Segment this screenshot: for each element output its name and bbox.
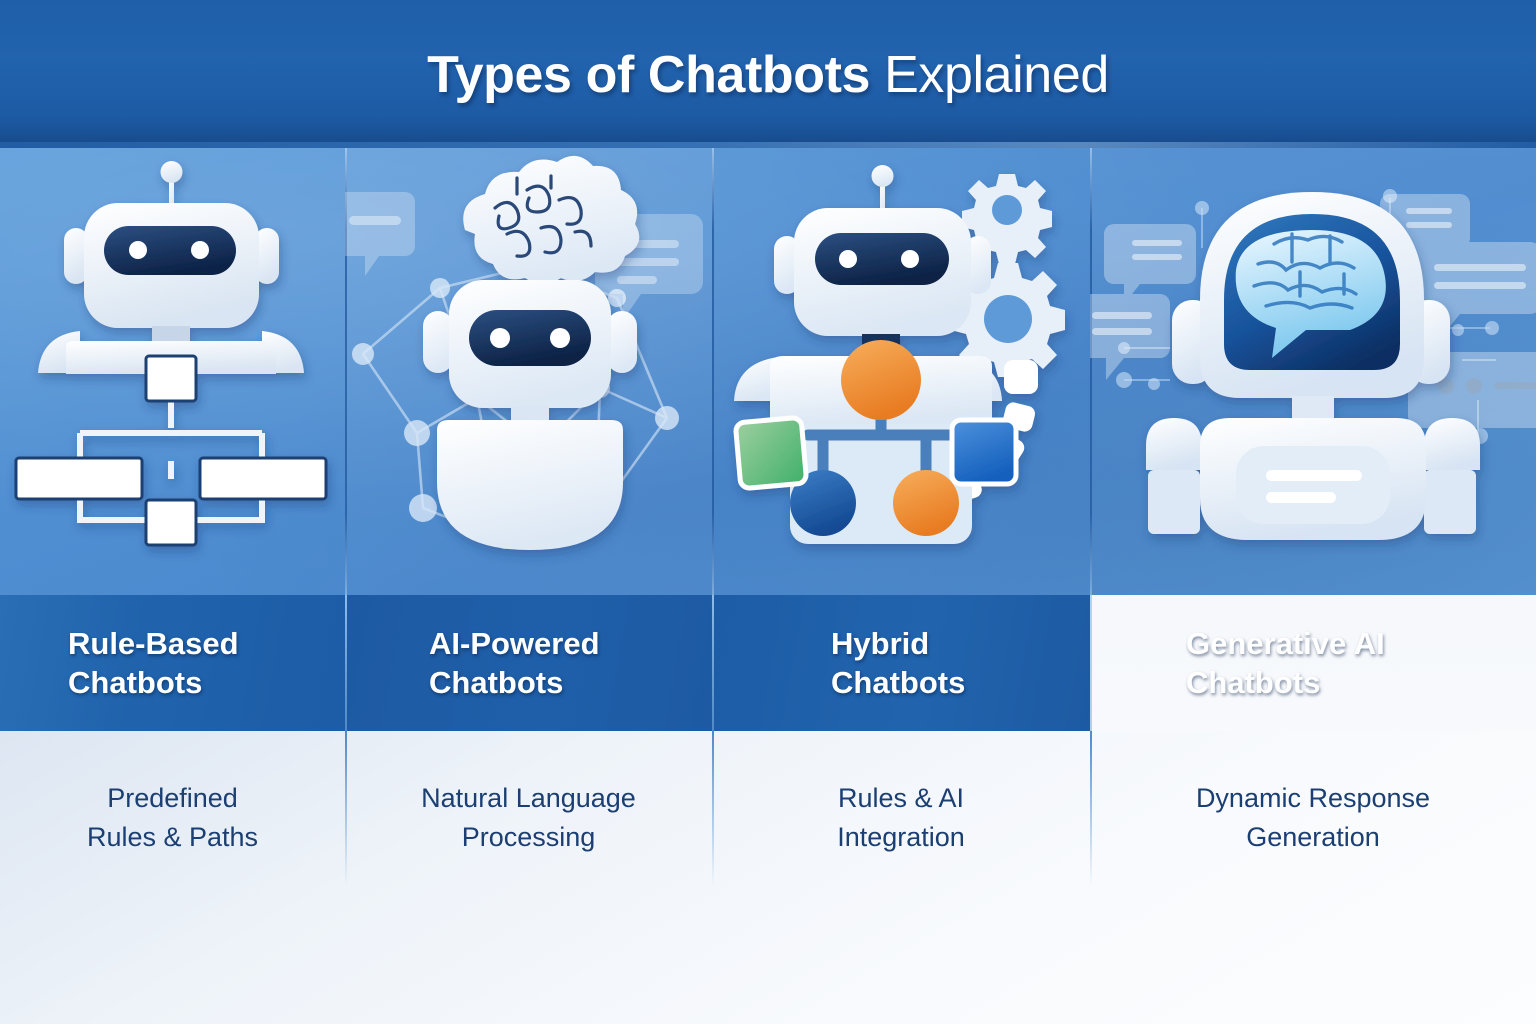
caption-cell-generative-ai: Dynamic Response Generation: [1090, 731, 1536, 1024]
header-banner: Types of Chatbots Explained: [0, 0, 1536, 148]
label-cell-ai-powered[interactable]: AI-Powered Chatbots: [345, 595, 712, 731]
label-text-generative-ai: Generative AI Chatbots: [1186, 625, 1385, 700]
label-text-rule-based: Rule-Based Chatbots: [68, 625, 239, 700]
robot-brain-bubbles-icon: [1090, 148, 1536, 595]
robot-brain-network-icon: [345, 148, 712, 595]
robot-flowchart-icon: [0, 148, 345, 595]
label-cell-hybrid[interactable]: Hybrid Chatbots: [712, 595, 1090, 731]
label-text-hybrid: Hybrid Chatbots: [831, 625, 966, 700]
caption-text-ai-powered: Natural Language Processing: [421, 783, 636, 853]
label-band: Rule-Based Chatbots AI-Powered Chatbots …: [0, 595, 1536, 731]
illustration-panel-hybrid: [712, 148, 1090, 595]
page-title-light: Explained: [870, 46, 1109, 104]
page-title: Types of Chatbots Explained: [427, 45, 1109, 105]
caption-text-generative-ai: Dynamic Response Generation: [1195, 783, 1431, 853]
label-cell-rule-based[interactable]: Rule-Based Chatbots: [0, 595, 345, 731]
caption-text-hybrid: Rules & AI Integration: [837, 783, 965, 853]
illustration-band: [0, 148, 1536, 595]
illustration-panel-generative-ai: [1090, 148, 1536, 595]
caption-cell-hybrid: Rules & AI Integration: [712, 731, 1090, 1024]
caption-text-rule-based: Predefined Rules & Paths: [86, 783, 259, 853]
page-title-bold: Types of Chatbots: [427, 46, 871, 104]
robot-gears-nodes-icon: [712, 148, 1090, 595]
illustration-panel-ai-powered: [345, 148, 712, 595]
label-cell-generative-ai[interactable]: Generative AI Chatbots: [1090, 595, 1536, 731]
caption-cell-ai-powered: Natural Language Processing: [345, 731, 712, 1024]
caption-band: Predefined Rules & Paths Natural Languag…: [0, 731, 1536, 1024]
caption-cell-rule-based: Predefined Rules & Paths: [0, 731, 345, 1024]
label-text-ai-powered: AI-Powered Chatbots: [429, 625, 600, 700]
illustration-panel-rule-based: [0, 148, 345, 595]
